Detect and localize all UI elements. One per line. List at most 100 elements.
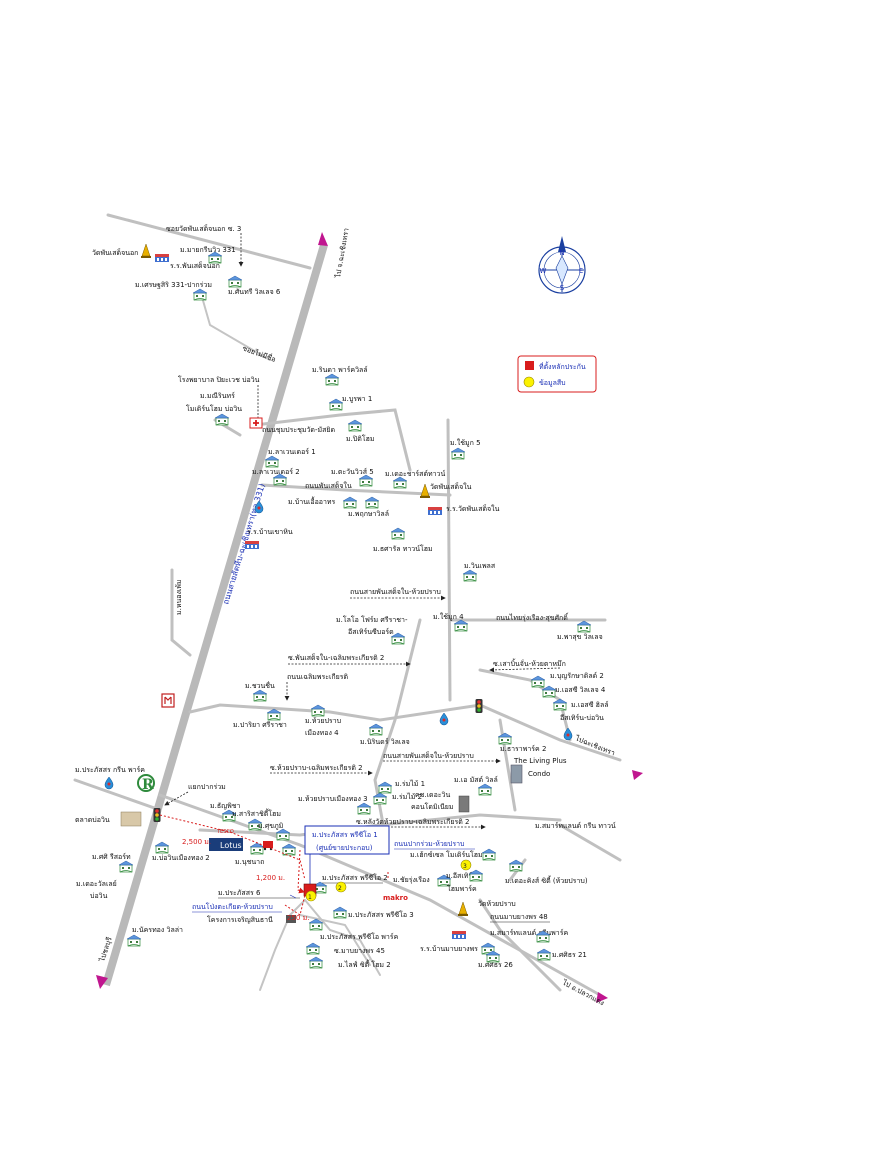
road-mor-lam — [170, 568, 192, 657]
compass-n: N — [559, 249, 564, 257]
place-label: ม.ห้วยปราบเมืองทอง 3 — [298, 795, 368, 803]
place-label: ม.เอสซี วิลเลจ 4 — [555, 686, 606, 694]
place-label: ม.เดอะคิงส์ ซิตี้ (ห้วยปราบ) — [505, 874, 588, 885]
place-label: ม.ศศิ รีสอร์ท — [92, 853, 131, 861]
place-label: ม.ศศิธร 21 — [552, 951, 587, 959]
road-soi-mai-sri — [199, 289, 271, 361]
compass-w: W — [540, 267, 547, 275]
house-icon — [324, 373, 340, 386]
road-pak-ruam-label: ถนนปากร่วม-ห้วยปราบ — [394, 840, 464, 848]
place-label: ม.เฮ้กซ์เซล โมเดิร์นโฮม — [410, 850, 483, 859]
road-subject-inner — [299, 914, 371, 966]
place-label: ม.เดอะวัลเลย์ — [76, 880, 117, 888]
place-label: คช.เดอะวิน — [415, 791, 450, 799]
place-label: โรงพยาบาล ปิยะเวช บ่อวิน — [178, 375, 260, 384]
place-label: เมืองทอง 4 — [305, 729, 339, 737]
road-huay-prab-khet-2-label: ซ.ห้วยปราบ-เฉลิมพระเกียรติ 2 — [270, 764, 363, 772]
house-icon — [126, 934, 142, 947]
highway-331 — [102, 243, 328, 987]
place-label: ม.ศันทรี วิลเลจ 6 — [228, 288, 281, 296]
road-chaloem-phra-label: ถนนเฉลิมพระเกียรติ — [287, 673, 348, 681]
house-icon — [462, 569, 478, 582]
house-icon — [275, 828, 291, 841]
arrow-east-lower: ไป อ.ปลวกแดง — [560, 977, 608, 1007]
place-label: ม.ธศารัล ทาวน์โฮม — [373, 544, 433, 553]
place-label: Condo — [528, 770, 550, 778]
info-marker[interactable] — [335, 881, 347, 893]
house-icon — [358, 474, 374, 487]
road-chaloem-phra — [188, 703, 622, 762]
road-pak-ruam-junction-label: แยกปากร่วม — [188, 783, 226, 791]
place-label: ม.ไลฟ์ ซิตี้ โฮม 2 — [338, 958, 391, 969]
road-subject-east — [304, 899, 381, 976]
school-icon — [245, 541, 259, 549]
house-icon — [390, 527, 406, 540]
temple-icon — [457, 901, 469, 917]
house-icon — [328, 398, 344, 411]
info-marker[interactable] — [305, 890, 317, 902]
svg-text:R: R — [142, 777, 154, 793]
place-label: วัดพันเสด็จใน — [430, 482, 472, 491]
place-label: โมเดิร์นโฮม บ่อวิน — [186, 404, 242, 413]
place-label: ม.เดอะชาร์สต์ทาวน์ — [385, 470, 445, 478]
road-huay-prab — [198, 813, 562, 837]
road-phan-sadet-huay-prab-2-label: ถนนสายพันเสด็จใน-ห้วยปราบ — [383, 751, 474, 760]
gas-station-icon — [439, 712, 449, 726]
place-label: ม.อีสเทิร์น — [446, 872, 477, 880]
road-soi-mai-sri-label: ซอยไม่มีชื่อ — [241, 343, 277, 363]
subject-property[interactable]: ม.ประภัสสร พรีซีโอ 1 (ศูนย์ขายประกอบ) 1 … — [159, 814, 390, 922]
place-label: วัดห้วยปราบ — [478, 900, 516, 908]
place-label: ร.ร.บ้านเขาหิน — [247, 528, 293, 536]
house-icon — [192, 288, 208, 301]
info-marker-number: 3 — [463, 863, 467, 870]
road-chum-prachum-label: ถนนชุมประชุมวัด-มัสยิด — [262, 426, 335, 434]
place-label: ม.เอสซี ฮิลล์ — [571, 701, 609, 709]
place-label: ม.ชัยรุ่งเรือง — [393, 876, 430, 884]
road-sao-phin-label: ซ.เสาบิ้นจั่น-ห้วยตาหมึก — [493, 657, 566, 668]
place-label: ม.ตะวันวิวส์ 5 — [331, 468, 374, 476]
school-icon — [428, 507, 442, 515]
place-label: ม.ศุขภูมิ — [258, 822, 283, 830]
place-label: ม.ปาริยา ศรีราชา — [233, 721, 287, 729]
place-label: ม.ศศิธร 26 — [478, 961, 513, 969]
place-label: ม.โลโอ โฟร์ม ศรีราชา- — [336, 615, 408, 624]
subject-callout[interactable] — [304, 825, 390, 855]
house-icon — [227, 275, 243, 288]
route-distance-2 — [297, 849, 305, 894]
legend-main-icon — [525, 361, 534, 370]
place-label: ม.นุชนาถ — [235, 858, 264, 866]
road-phan-sadet-nai-label: ถนนพันเสด็จใน — [305, 481, 352, 490]
place-label: ร.ร.วัดพันเสด็จใน — [446, 504, 500, 513]
place-label: ม.สาริสาชิตี้โฮม — [232, 807, 281, 818]
road-chum-prachum — [213, 408, 412, 472]
legend-main-label: ที่ตั้งหลักประกัน — [539, 360, 586, 371]
house-icon — [372, 792, 388, 805]
condo-icon — [510, 764, 523, 784]
place-label: ม.ธัญพิชา — [210, 802, 240, 810]
road-east-vertical — [446, 418, 452, 702]
place-label: อีสเทิร์น-บ่อวิน — [560, 714, 604, 722]
tesco-text: TESCO — [216, 829, 234, 835]
place-label: ม.ชวนชื่น — [245, 681, 275, 690]
school-icon — [155, 254, 169, 262]
place-label: ม.ลาเวนเดอร์ 1 — [268, 448, 316, 456]
house-icon — [214, 413, 230, 426]
house-icon — [305, 942, 321, 955]
house-icon — [368, 723, 384, 736]
temple-icon — [419, 483, 431, 499]
place-label: ม.ปิติโฮม — [346, 434, 374, 443]
place-label: ม.ประภัสสร พรีซีโอ 3 — [348, 910, 414, 919]
house-icon — [481, 848, 497, 861]
gas-station-icon — [563, 727, 573, 741]
place-label: คอนโดมิเนียม — [411, 802, 454, 811]
place-label: ม.บุญรักษาดิลด์ 2 — [550, 672, 604, 680]
house-icon — [154, 841, 170, 854]
place-label: ม.บ้านเอื้ออาทร — [288, 495, 336, 506]
place-label: ม.ประภัสสร พรีซีโอ 2 — [322, 873, 388, 882]
subject-subtitle: (ศูนย์ขายประกอบ) — [316, 844, 373, 852]
house-icon — [342, 496, 358, 509]
direction-north-label: ไป จ.ฉะเชิงเทรา — [333, 227, 351, 279]
road-nong-kho-label: ถนนโป่งตะเกียด-ห้วยปราบ — [192, 902, 273, 911]
info-marker[interactable] — [460, 859, 472, 871]
house-icon — [308, 956, 324, 969]
